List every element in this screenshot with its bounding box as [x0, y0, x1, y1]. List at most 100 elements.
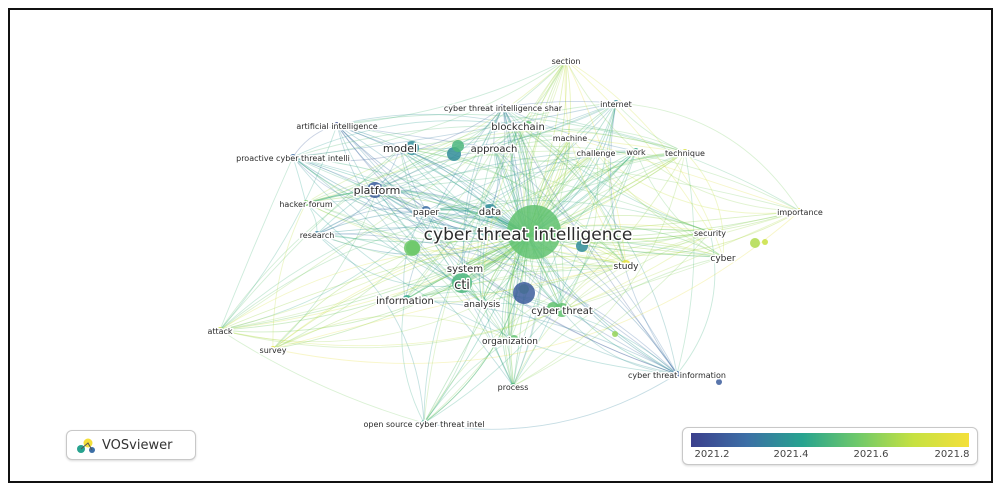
node-label-information[interactable]: information [375, 295, 436, 309]
node-bubble-unlabelled[interactable] [716, 379, 722, 385]
node-label-platform[interactable]: platform [352, 183, 402, 199]
node-bubble-security[interactable] [707, 229, 713, 235]
node-bubble-cyber[interactable] [750, 238, 760, 248]
network-edge [219, 147, 401, 331]
node-bubble-platform[interactable] [367, 182, 383, 198]
node-label-machine[interactable]: machine [551, 133, 588, 145]
node-label-study[interactable]: study [612, 261, 641, 274]
node-label-hacker-forum[interactable]: hacker forum [278, 199, 335, 211]
node-label-model[interactable]: model [381, 141, 418, 157]
year-color-legend: 2021.2 2021.4 2021.6 2021.8 [682, 427, 978, 465]
node-bubble-information[interactable] [402, 295, 412, 305]
network-edge [305, 202, 514, 387]
network-edge [292, 124, 338, 158]
node-label-process[interactable]: process [496, 382, 530, 394]
node-bubble-unlabelled[interactable] [452, 140, 464, 152]
node-label-open-source-cyber-threat-intel[interactable]: open source cyber threat intel [362, 419, 486, 431]
node-label-work[interactable]: work [625, 147, 648, 159]
network-edge [565, 59, 627, 266]
network-edge [336, 124, 463, 286]
node-bubble-unlabelled[interactable] [612, 331, 618, 337]
network-edge [608, 102, 627, 266]
node-bubble-unlabelled[interactable] [576, 240, 588, 252]
node-bubble-unlabelled[interactable] [404, 240, 420, 256]
node-bubble-cyber-threat-intelligence[interactable] [507, 205, 561, 259]
node-label-internet[interactable]: internet [599, 99, 634, 111]
node-bubble-machine[interactable] [567, 134, 573, 140]
node-bubble-organization[interactable] [509, 335, 519, 345]
cooccurrence-network[interactable]: cyber threat intelligence cti section inter… [10, 10, 991, 481]
network-edge [219, 235, 529, 331]
node-label-attack[interactable]: attack [206, 326, 234, 338]
node-bubble-unlabelled[interactable] [513, 282, 535, 304]
legend-tick-3: 2021.6 [853, 449, 889, 460]
network-edge [569, 136, 627, 266]
node-label-approach[interactable]: approach [469, 143, 519, 157]
node-bubble-proactive-cyber-threat-intelli[interactable] [290, 154, 296, 160]
node-bubble-artificial-intelligence[interactable] [334, 122, 340, 128]
node-label-data[interactable]: data [477, 206, 503, 220]
network-edge [399, 147, 427, 212]
network-edge [376, 189, 627, 266]
node-label-paper[interactable]: paper [411, 207, 440, 220]
node-label-artificial-intelligence[interactable]: artificial intelligence [295, 121, 379, 133]
node-label-cti[interactable]: cti [453, 277, 472, 295]
vosviewer-logo-icon [77, 438, 95, 453]
node-label-technique[interactable]: technique [664, 148, 707, 160]
node-bubble-internet[interactable] [613, 100, 619, 106]
node-label-challenge[interactable]: challenge [575, 148, 617, 160]
network-edge [292, 156, 627, 267]
node-bubble-section[interactable] [563, 57, 569, 63]
node-label-system[interactable]: system [445, 263, 484, 277]
node-bubble-cyber-threat-information[interactable] [674, 371, 680, 377]
network-edge [336, 124, 514, 387]
node-bubble-unlabelled[interactable] [547, 302, 559, 314]
node-label-cyber[interactable]: cyber [709, 253, 738, 266]
network-edge [292, 102, 617, 158]
node-bubble-cti[interactable] [452, 273, 472, 293]
node-label-analysis[interactable]: analysis [462, 299, 502, 312]
node-bubble-unlabelled[interactable] [762, 239, 768, 245]
node-label-organization[interactable]: organization [481, 336, 540, 349]
node-bubble-technique[interactable] [682, 149, 688, 155]
network-edge [615, 102, 801, 212]
node-bubble-challenge[interactable] [593, 149, 599, 155]
node-label-cyber-threat[interactable]: cyber threat [530, 305, 595, 319]
node-label-security[interactable]: security [693, 228, 728, 240]
network-edge [527, 210, 801, 237]
node-bubble-importance[interactable] [797, 208, 803, 214]
node-label-cyber-threat-information[interactable]: cyber threat information [627, 370, 728, 382]
network-edge [423, 235, 529, 424]
node-bubble-model[interactable] [405, 141, 419, 155]
node-bubble-blockchain[interactable] [523, 121, 533, 131]
node-bubble-process[interactable] [510, 383, 516, 389]
legend-tick-4: 2021.8 [934, 449, 970, 460]
node-label-cyber-threat-intelligence[interactable]: cyber threat intelligence [422, 224, 634, 247]
node-label-research[interactable]: research [298, 230, 336, 242]
node-label-survey[interactable]: survey [258, 345, 288, 357]
node-label-cyber-threat-intelligence-shar[interactable]: cyber threat intelligence shar [442, 103, 564, 115]
network-edge [493, 147, 678, 375]
node-bubble-work[interactable] [633, 148, 639, 154]
node-label-section[interactable]: section [550, 56, 582, 68]
node-bubble-research[interactable] [314, 231, 320, 237]
node-label-proactive-cyber-threat-intelli[interactable]: proactive cyber threat intelli [235, 153, 352, 165]
network-edge [493, 125, 519, 149]
network-edge [272, 147, 495, 350]
node-bubble-open-source-cyber-threat-intel[interactable] [421, 420, 427, 426]
node-bubble-cyber-threat-intelligence-shar[interactable] [500, 104, 506, 110]
node-bubble-study[interactable] [621, 260, 631, 270]
network-edge [292, 156, 529, 237]
network-edge [336, 124, 529, 237]
network-edge [423, 235, 529, 424]
node-bubble-paper[interactable] [421, 206, 431, 216]
node-bubble-survey[interactable] [270, 346, 276, 352]
node-label-importance[interactable]: importance [776, 207, 825, 219]
node-bubble-attack[interactable] [217, 327, 223, 333]
network-edge [272, 235, 529, 350]
node-label-blockchain[interactable]: blockchain [490, 121, 547, 135]
node-bubble-data[interactable] [483, 204, 497, 218]
node-bubble-hacker-forum[interactable] [303, 200, 309, 206]
network-edge [336, 124, 495, 149]
network-edge [292, 156, 463, 286]
